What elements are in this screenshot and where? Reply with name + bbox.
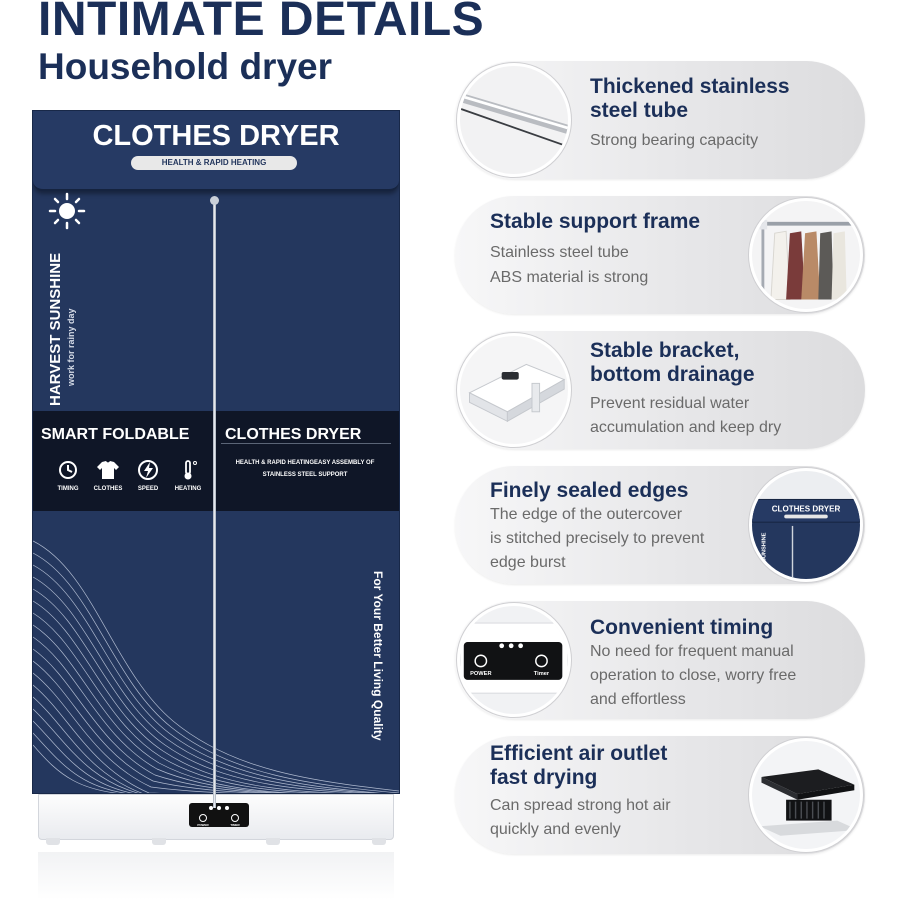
speed-icon — [138, 460, 158, 480]
card-description: Strong bearing capacity — [590, 132, 759, 149]
card-title: Thickened stainless — [590, 75, 790, 98]
thermometer-icon — [184, 460, 197, 480]
card-title: Stable support frame — [490, 210, 701, 233]
feature-label: HEATING — [174, 486, 202, 492]
card-title: Stable bracket, — [590, 339, 740, 362]
dryer-foot — [266, 838, 280, 845]
wave-decoration — [33, 540, 399, 793]
card-title: Convenient timing — [590, 616, 774, 639]
card-description: edge burst — [490, 554, 566, 571]
brand-block: HARVEST SUNSHINE work for rainy day — [47, 206, 77, 406]
clothes-rack-icon — [752, 201, 860, 309]
card-description: Prevent residual water — [590, 395, 750, 412]
dryer-product: CLOTHES DRYER HEALTH & RAPID HEATING HAR… — [32, 110, 400, 845]
control-panel-image: POWER Timer — [457, 603, 571, 717]
feature-label: SPEED — [137, 486, 159, 492]
band-right-line2: STAINLESS STEEL SUPPORT — [262, 472, 348, 478]
card-description: operation to close, worry free — [590, 667, 797, 684]
indicator-led — [209, 806, 213, 810]
zipper-pull — [210, 196, 219, 205]
power-label: POWER — [197, 823, 209, 827]
zipper — [213, 198, 216, 808]
shirt-icon — [97, 461, 119, 479]
air-outlet-image — [749, 738, 863, 852]
timer-button[interactable] — [231, 814, 239, 822]
thumb-timer-label: Timer — [534, 671, 550, 677]
thumb-cover-title: CLOTHES DRYER — [772, 505, 841, 514]
timer-label: TIMER — [230, 823, 240, 827]
feature-card-sealed-edges: Finely sealed edges The edge of the oute… — [455, 466, 865, 584]
timer-icon — [59, 461, 77, 479]
dryer-foot — [152, 838, 166, 845]
dryer-foot — [372, 838, 386, 845]
steel-tube-icon — [460, 66, 568, 174]
card-description: The edge of the outercover — [490, 506, 683, 523]
thumb-power-label: POWER — [470, 671, 491, 677]
card-description: quickly and evenly — [490, 821, 621, 838]
sun-icon — [48, 192, 86, 230]
control-panel-icon: POWER Timer — [460, 606, 568, 714]
flap-title: CLOTHES DRYER — [92, 120, 340, 152]
band-right-line1: HEALTH & RAPID HEATINGEASY ASSEMBLY OF — [235, 460, 375, 466]
brand-name: HARVEST SUNSHINE — [47, 252, 64, 406]
card-title: Efficient air outlet — [490, 742, 668, 765]
card-description: accumulation and keep dry — [590, 419, 782, 436]
feature-band: SMART FOLDABLE CLOTHES DRYER HEALTH & RA… — [33, 411, 399, 511]
flap-tag: HEALTH & RAPID HEATING — [131, 156, 297, 170]
page-title: INTIMATE DETAILS — [38, 0, 485, 46]
steel-tube-image — [457, 63, 571, 177]
dryer-foot — [46, 838, 60, 845]
bracket-icon — [460, 336, 568, 444]
cover-edge-image: CLOTHES DRYER SUNSHINE — [749, 468, 863, 582]
card-description: ABS material is strong — [490, 269, 649, 286]
cover-edge-icon: CLOTHES DRYER SUNSHINE — [752, 471, 860, 579]
feature-label: CLOTHES — [93, 486, 123, 492]
bracket-image — [457, 333, 571, 447]
power-button[interactable] — [199, 814, 207, 822]
feature-label: TIMING — [57, 486, 79, 492]
card-description: and effortless — [590, 691, 686, 708]
dryer-base: POWER TIMER — [38, 794, 394, 840]
indicator-led — [225, 806, 229, 810]
feature-card-air-outlet: Efficient air outlet fast drying Can spr… — [455, 736, 865, 854]
card-description: is stitched precisely to prevent — [490, 530, 705, 547]
thumb-cover-brand: SUNSHINE — [761, 532, 767, 562]
control-panel: POWER TIMER — [189, 803, 249, 827]
band-left-title: SMART FOLDABLE — [41, 426, 190, 443]
brand-tagline: work for rainy day — [66, 308, 76, 386]
floor-reflection — [38, 852, 394, 900]
feature-card-steel-tube: Thickened stainless steel tube Strong be… — [455, 61, 865, 179]
card-title: steel tube — [590, 99, 689, 122]
page-subtitle: Household dryer — [38, 46, 332, 87]
card-title: Finely sealed edges — [490, 479, 689, 502]
card-description: No need for frequent manual — [590, 643, 794, 660]
band-right-title: CLOTHES DRYER — [225, 426, 362, 443]
clothes-rack-image — [749, 198, 863, 312]
cover-flap: CLOTHES DRYER HEALTH & RAPID HEATING — [33, 111, 399, 191]
band-divider — [221, 443, 391, 444]
card-description: Stainless steel tube — [490, 244, 629, 261]
air-outlet-icon — [752, 741, 860, 849]
dryer-cover: CLOTHES DRYER HEALTH & RAPID HEATING HAR… — [32, 110, 400, 794]
card-title: bottom drainage — [590, 363, 755, 386]
card-description: Can spread strong hot air — [490, 797, 671, 814]
feature-card-support-frame: Stable support frame Stainless steel tub… — [455, 196, 865, 314]
card-title: fast drying — [490, 766, 598, 789]
feature-card-timing: POWER Timer Convenient timing No need fo… — [455, 601, 865, 719]
feature-card-bracket: Stable bracket, bottom drainage Prevent … — [455, 331, 865, 449]
indicator-led — [217, 806, 221, 810]
